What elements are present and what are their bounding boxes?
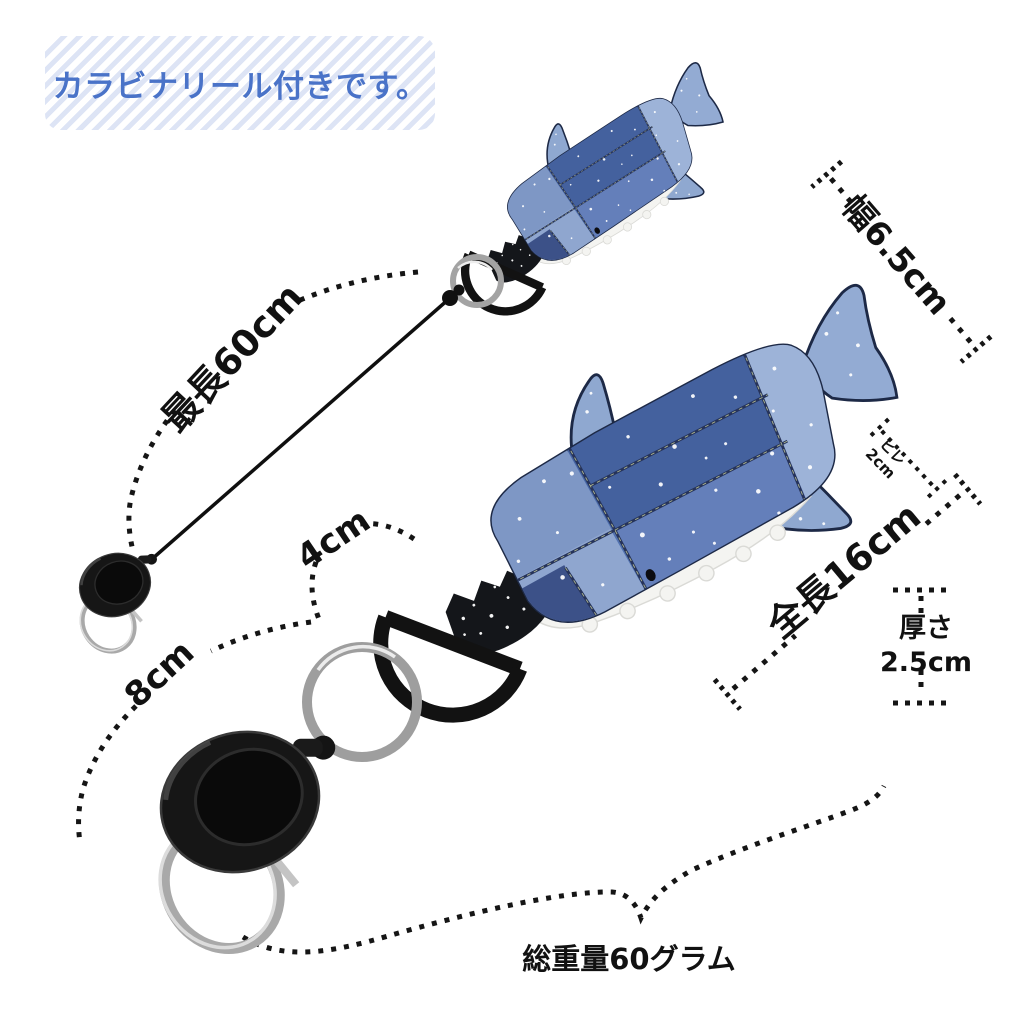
arc-8cm	[76, 619, 312, 843]
feature-badge: カラビナリール付きです。	[45, 36, 435, 130]
label-thickness: 厚さ 2.5cm	[856, 612, 996, 680]
arc-max-length	[126, 269, 419, 552]
carabiner-reel-large	[107, 703, 389, 983]
dim-line-fin	[868, 417, 948, 500]
brace-total-weight	[241, 784, 887, 955]
reel-cord	[150, 296, 452, 561]
key-ring-large	[302, 642, 422, 762]
feature-badge-text: カラビナリール付きです。	[52, 68, 428, 105]
dim-line-total-length	[712, 472, 983, 711]
label-thickness-line1: 厚さ	[899, 613, 953, 644]
key-ring-small	[450, 254, 504, 308]
cord-stopper-beads	[442, 284, 465, 306]
dim-line-width	[810, 159, 993, 364]
label-thickness-line2: 2.5cm	[880, 646, 972, 678]
dimension-annotations	[76, 159, 993, 955]
dim-line-thickness	[893, 587, 951, 706]
label-total-weight: 総重量60グラム	[522, 942, 736, 976]
arc-4cm	[309, 521, 416, 626]
